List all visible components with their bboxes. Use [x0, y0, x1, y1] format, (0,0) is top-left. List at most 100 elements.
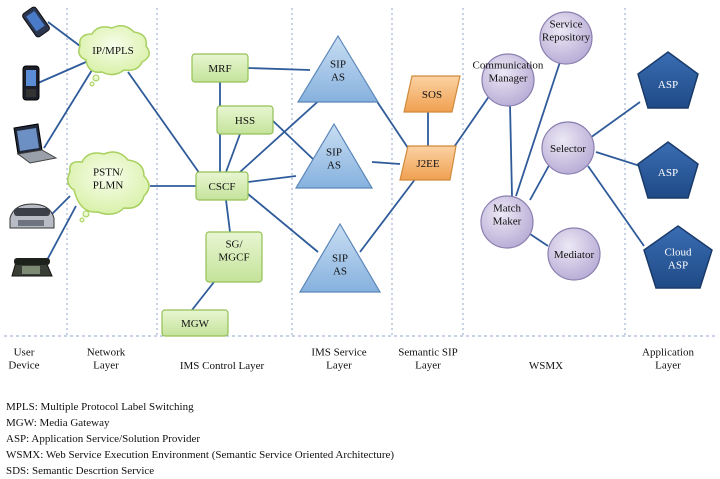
connections: [37, 21, 645, 311]
label-line: SIP: [330, 59, 346, 71]
legend: MPLS: Multiple Protocol Label Switching …: [6, 401, 394, 477]
label-line: Device: [8, 360, 39, 372]
selector-label: Selector: [550, 143, 586, 155]
laptop-icon: [13, 123, 58, 164]
link-selector-cloudasp: [587, 165, 645, 247]
link-hss-cscf: [225, 133, 241, 173]
cscf-box: CSCF: [195, 171, 249, 201]
mrf-label: MRF: [208, 63, 231, 75]
link-telephone-pstn: [45, 205, 77, 263]
sos-box: SOS: [403, 75, 461, 113]
link-hss-sipas2: [271, 119, 315, 161]
label-line: User: [14, 347, 35, 359]
link-selector-asp2: [595, 151, 641, 167]
link-selector-matchmaker: [529, 159, 553, 201]
hss-label: HSS: [235, 115, 255, 127]
mediator-label: Mediator: [554, 249, 595, 261]
telephone-icon: [11, 258, 53, 277]
link-servicerepo-matchmaker: [515, 61, 561, 197]
link-matchmaker-mediator: [529, 233, 549, 247]
link-sipas3-j2ee: [359, 177, 417, 253]
label-line: MGW: [181, 318, 210, 330]
link-commmgr-matchmaker: [509, 103, 513, 197]
label-line: MGCF: [218, 252, 249, 264]
label-line: Layer: [655, 360, 681, 372]
cscf-label: CSCF: [209, 181, 236, 193]
label-line: J2EE: [416, 158, 440, 170]
hss-box: HSS: [216, 105, 274, 135]
label-line: AS: [327, 160, 341, 172]
asp-2-label: ASP: [658, 167, 678, 179]
mediator-node: Mediator: [547, 227, 601, 281]
link-sipas1-j2ee: [375, 99, 409, 149]
label-line: CSCF: [209, 181, 236, 193]
sg-mgcf-box: SG/MGCF: [205, 231, 263, 283]
label-line: AS: [333, 266, 347, 278]
label-line: PLMN: [93, 180, 124, 192]
link-mrf-sipas1: [247, 67, 311, 71]
mrf-box: MRF: [191, 53, 249, 83]
link-ipmpls-cscf: [127, 71, 201, 175]
sos-label: SOS: [422, 89, 442, 101]
link-mobile-ipmpls: [37, 61, 87, 84]
asp-2-pentagon: ASP: [637, 141, 699, 199]
mgw-box: MGW: [161, 309, 229, 337]
mobile-phone-icon: [22, 65, 40, 101]
legend-line: MPLS: Multiple Protocol Label Switching: [6, 401, 194, 413]
label-line: Selector: [550, 143, 586, 155]
label-line: Manager: [488, 73, 527, 85]
pstn-plmn-cloud: PSTN/PLMN: [67, 151, 150, 223]
label-line: Maker: [493, 216, 522, 228]
layer-label-ims-control: IMS Control Layer: [180, 360, 265, 372]
link-sgmgcf-mgw: [191, 281, 215, 311]
link-laptop-ipmpls: [43, 69, 93, 149]
label-line: AS: [331, 72, 345, 84]
link-selector-asp1: [589, 101, 641, 139]
ip-mpls-label: IP/MPLS: [92, 45, 134, 57]
label-line: IMS Service: [311, 347, 366, 359]
label-line: WSMX: [529, 360, 563, 372]
label-line: Communication: [473, 60, 544, 72]
label-line: HSS: [235, 115, 255, 127]
legend-line: ASP: Application Service/Solution Provid…: [6, 433, 200, 445]
ip-mpls-cloud: IP/MPLS: [78, 25, 150, 87]
link-cscf-sgmgcf: [225, 199, 231, 233]
legend-line: SDS: Semantic Descrtion Service: [6, 465, 154, 477]
label-line: Layer: [326, 360, 352, 372]
label-line: Match: [493, 203, 522, 215]
desk-phone-icon: [9, 203, 55, 229]
link-sipas2-j2ee: [371, 161, 401, 165]
pstn-plmn-label: PSTN/PLMN: [93, 167, 124, 192]
label-line: SOS: [422, 89, 442, 101]
j2ee-box: J2EE: [399, 145, 457, 181]
label-line: Application: [642, 347, 694, 359]
label-line: Network: [87, 347, 126, 359]
label-line: Mediator: [554, 249, 595, 261]
label-line: Service: [550, 19, 583, 31]
selector-node: Selector: [541, 121, 595, 175]
layer-label-wsmx: WSMX: [529, 360, 563, 372]
label-line: SIP: [326, 147, 342, 159]
label-line: Layer: [415, 360, 441, 372]
label-line: SG/: [225, 239, 243, 251]
link-j2ee-commmgr: [451, 91, 493, 151]
asp-1-pentagon: ASP: [637, 51, 699, 109]
sg-mgcf-label: SG/MGCF: [218, 239, 249, 264]
